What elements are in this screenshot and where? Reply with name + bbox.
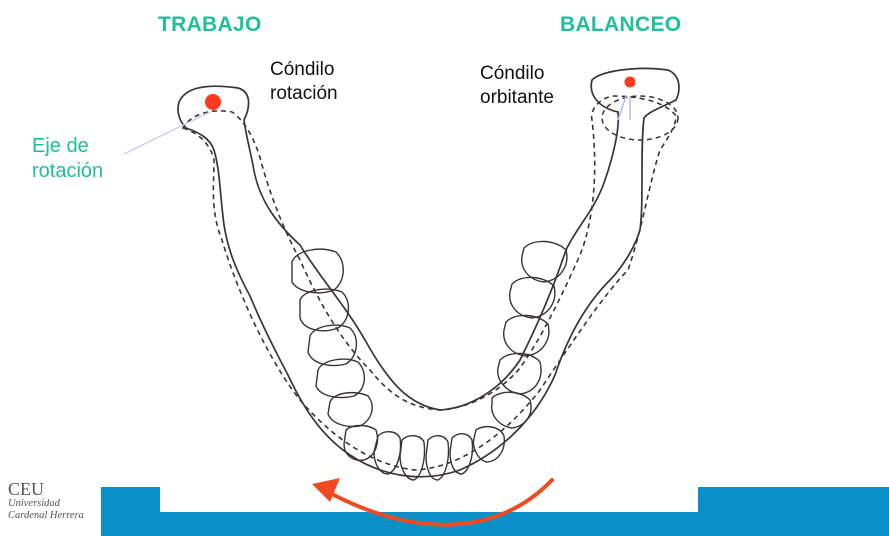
rotation-axis-label: Eje de rotación xyxy=(32,134,103,184)
orbiting-condyle-label-line1: Cóndilo xyxy=(480,63,545,84)
mandible-solid-outline xyxy=(177,67,680,478)
logo-line-1: Universidad xyxy=(8,498,60,509)
logo-line-2: Cardenal Herrera xyxy=(8,510,84,522)
orbiting-condyle-label: Cóndilo orbitante xyxy=(480,62,554,110)
university-logo: CEU Universidad Cardenal Herrera xyxy=(8,480,100,522)
logo-abbreviation: CEU xyxy=(8,479,44,499)
rotation-axis-label-line1: Eje de xyxy=(32,135,89,157)
movement-arrow xyxy=(312,478,554,527)
rotating-condyle-label-line2: rotación xyxy=(270,82,338,104)
orbiting-condyle-point xyxy=(624,76,636,88)
lower-teeth xyxy=(291,240,568,481)
orbiting-condyle-label-line2: orbitante xyxy=(480,86,554,108)
rotation-axis-label-line2: rotación xyxy=(32,160,104,182)
mandible-dashed-outline xyxy=(181,95,677,471)
pivot-marks xyxy=(123,95,679,155)
rotating-condyle-label-line1: Cóndilo xyxy=(270,59,335,80)
footer-bar xyxy=(101,487,889,536)
rotating-condyle-label: Cóndilo rotación xyxy=(270,58,338,106)
rotation-axis-point xyxy=(205,94,221,110)
working-side-title: TRABAJO xyxy=(158,13,262,36)
balancing-side-title: BALANCEO xyxy=(560,13,682,36)
